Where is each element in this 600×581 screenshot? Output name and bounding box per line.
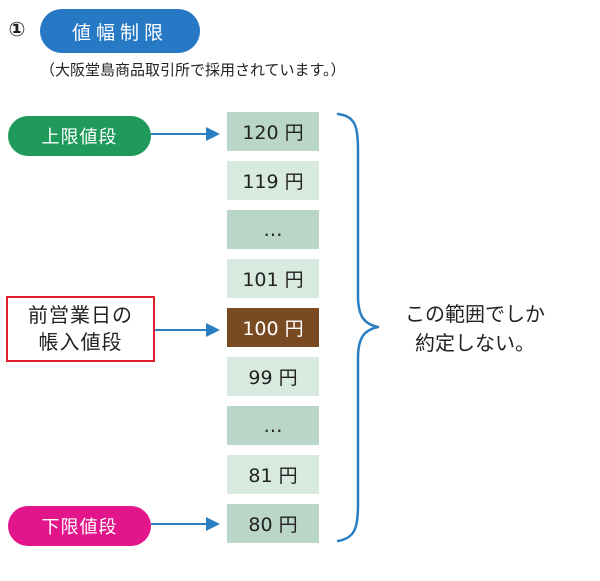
title-pill: 値幅制限 — [40, 9, 200, 53]
price-box-highlight: 100 円 — [227, 308, 319, 347]
prev-settlement-line2: 帳入値段 — [38, 330, 123, 354]
price-box: 99 円 — [227, 357, 319, 396]
price-box: 81 円 — [227, 455, 319, 494]
note-text: （大阪堂島商品取引所で採用されています。） — [40, 61, 346, 79]
price-box-ellipsis: … — [227, 406, 319, 445]
price-box: 119 円 — [227, 161, 319, 200]
prev-settlement-label: 前営業日の 帳入値段 — [6, 296, 155, 362]
range-text-line1: この範囲でしか — [405, 302, 545, 326]
lower-arrow-icon — [151, 517, 220, 531]
upper-arrow-icon — [151, 127, 220, 141]
upper-limit-label: 上限値段 — [8, 116, 151, 156]
step-number: ① — [8, 17, 26, 41]
prev-settlement-line1: 前営業日の — [28, 303, 133, 327]
price-box: 101 円 — [227, 259, 319, 298]
range-text-line2: 約定しない。 — [415, 331, 535, 355]
price-box: 120 円 — [227, 112, 319, 151]
price-box: 80 円 — [227, 504, 319, 543]
range-text: この範囲でしか 約定しない。 — [380, 300, 570, 358]
lower-limit-label: 下限値段 — [8, 506, 151, 546]
price-box-ellipsis: … — [227, 210, 319, 249]
right-brace-icon — [336, 112, 380, 543]
prev-arrow-icon — [155, 323, 220, 337]
